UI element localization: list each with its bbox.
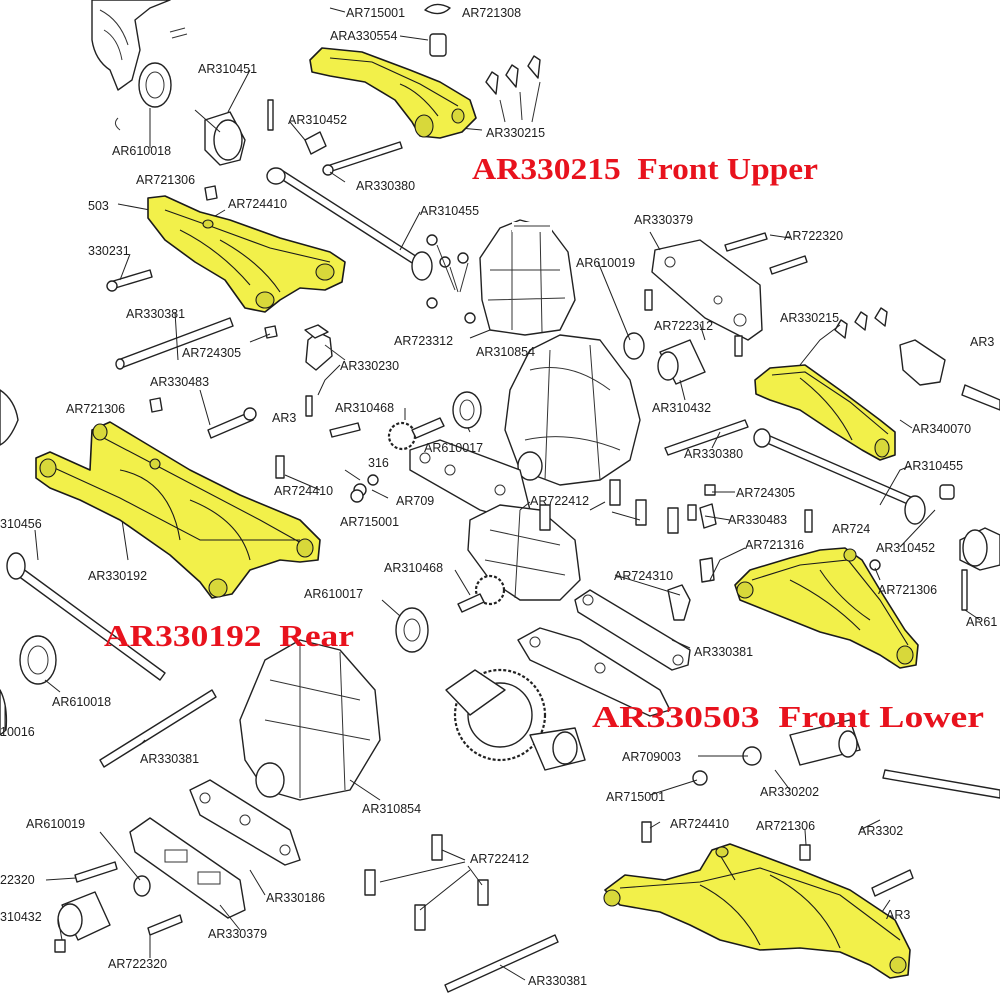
label-l28: AR310468 [335, 401, 394, 415]
label-l44: AR310452 [876, 541, 935, 555]
label-l14: AR330379 [634, 213, 693, 227]
label-l47: AR724310 [614, 569, 673, 583]
label-l15: AR722320 [784, 229, 843, 243]
label-l39: AR715001 [340, 515, 399, 529]
label-l04: AR310451 [198, 62, 257, 76]
label-l20: AR310854 [476, 345, 535, 359]
front-lower-arm-right [734, 547, 919, 669]
label-l55: AR709003 [622, 750, 681, 764]
label-l06: AR610018 [112, 144, 171, 158]
label-l46: AR310468 [384, 561, 443, 575]
label-l50: AR61 [966, 615, 997, 629]
label-l57: AR310854 [362, 802, 421, 816]
label-l11: AR724410 [228, 197, 287, 211]
label-l51: AR330381 [694, 645, 753, 659]
label-l38: AR724305 [736, 486, 795, 500]
label-l05: AR310452 [288, 113, 347, 127]
part-labels: AR715001 AR721308 ARA330554 AR310451 AR3… [0, 6, 997, 988]
label-l27: AR3 [272, 411, 296, 425]
label-l52: AR610018 [52, 695, 111, 709]
label-l43: AR721316 [745, 538, 804, 552]
rear-arm [35, 421, 321, 599]
label-l16: AR610019 [576, 256, 635, 270]
label-l60: AR724410 [670, 817, 729, 831]
label-l08: AR721306 [136, 173, 195, 187]
label-l10: 503 [88, 199, 109, 213]
label-l62: AR3302 [858, 824, 903, 838]
label-l26: AR721306 [66, 402, 125, 416]
title-front-lower: AR330503 Front Lower [592, 699, 984, 734]
label-l56: AR330202 [760, 785, 819, 799]
label-l33: AR310455 [904, 459, 963, 473]
label-l42: 310456 [0, 517, 42, 531]
red-titles: AR330215 Front Upper AR330192 Rear AR330… [104, 151, 984, 734]
label-l23: AR3 [970, 335, 994, 349]
label-l49: AR610017 [304, 587, 363, 601]
label-l65: AR330186 [266, 891, 325, 905]
label-l37: AR722412 [530, 494, 589, 508]
label-l12: AR310455 [420, 204, 479, 218]
front-lower-arm-top [147, 195, 346, 313]
label-l32: AR330380 [684, 447, 743, 461]
label-l69: AR722320 [108, 957, 167, 971]
title-front-upper: AR330215 Front Upper [472, 151, 818, 186]
label-l18: AR724305 [182, 346, 241, 360]
label-l09: AR330380 [356, 179, 415, 193]
front-upper-arm-right [754, 364, 896, 461]
label-l70: AR330381 [528, 974, 587, 988]
label-l29: AR610017 [424, 441, 483, 455]
front-lower-arm-bottom [603, 843, 911, 979]
label-l54: AR330381 [140, 752, 199, 766]
label-l24: AR330230 [340, 359, 399, 373]
label-l34: 316 [368, 456, 389, 470]
label-l53: 10016 [0, 725, 35, 739]
label-l01: AR715001 [346, 6, 405, 20]
front-upper-arm-top [309, 47, 477, 139]
label-l64: 22320 [0, 873, 35, 887]
leader-lines [4, 7, 981, 981]
label-l21: AR722312 [654, 319, 713, 333]
label-l68: AR3 [886, 908, 910, 922]
label-l25: AR330483 [150, 375, 209, 389]
label-l58: AR715001 [606, 790, 665, 804]
label-l02: AR721308 [462, 6, 521, 20]
label-l03: ARA330554 [330, 29, 397, 43]
label-l66: 310432 [0, 910, 42, 924]
highlighted-parts [35, 47, 919, 979]
label-l48: AR721306 [878, 583, 937, 597]
label-l30: AR310432 [652, 401, 711, 415]
label-l22: AR330215 [780, 311, 839, 325]
label-l31: AR340070 [912, 422, 971, 436]
label-l63: AR722412 [470, 852, 529, 866]
label-l13: 330231 [88, 244, 130, 258]
label-l19: AR723312 [394, 334, 453, 348]
label-l40: AR330483 [728, 513, 787, 527]
label-l07: AR330215 [486, 126, 545, 140]
title-rear: AR330192 Rear [104, 618, 354, 653]
label-l41: AR724 [832, 522, 870, 536]
label-l35: AR724410 [274, 484, 333, 498]
label-l45: AR330192 [88, 569, 147, 583]
label-l61: AR721306 [756, 819, 815, 833]
label-l59: AR610019 [26, 817, 85, 831]
label-l17: AR330381 [126, 307, 185, 321]
label-l36: AR709 [396, 494, 434, 508]
label-l67: AR330379 [208, 927, 267, 941]
